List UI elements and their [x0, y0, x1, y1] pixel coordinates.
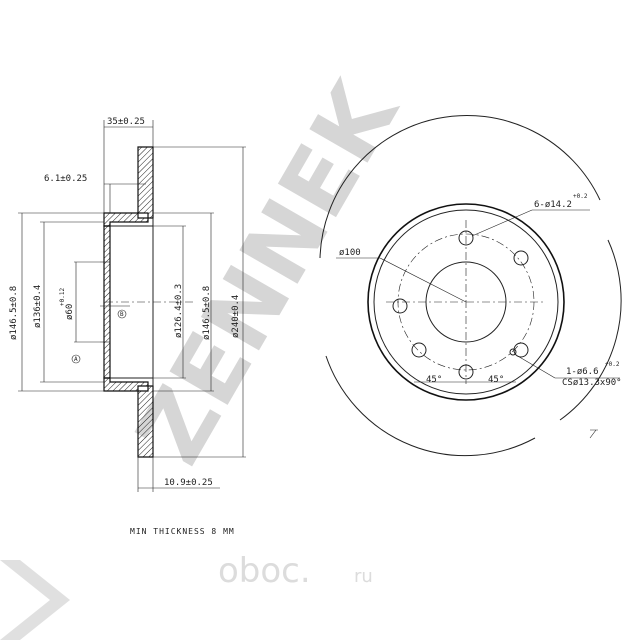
min-thickness-note: MIN THICKNESS 8 MM: [130, 527, 235, 536]
datum-b: B: [120, 311, 124, 318]
watermark-text: ZENNEK: [116, 63, 419, 481]
dim-d100: ø100: [339, 248, 361, 258]
dim-10-9: 10.9±0.25: [164, 478, 213, 488]
bolt-hole: [458, 364, 474, 380]
brand-logo: oboc. ru: [218, 551, 373, 591]
view-arrow: [589, 429, 598, 439]
dim-1-hole-tol: +0.2: [605, 361, 620, 368]
watermark: ZENNEK: [0, 63, 420, 640]
bolt-hole: [411, 342, 427, 358]
brand-tld: ru: [354, 566, 373, 587]
datum-b-marker: [117, 309, 127, 319]
outer-rim: [319, 115, 601, 259]
dim-d146-left: ø146.5±0.8: [9, 286, 19, 340]
bolt-holes: [392, 230, 529, 380]
small-hole: [509, 348, 517, 356]
dim-d146-mid: ø146.5±0.8: [202, 286, 212, 340]
friction-ring-upper: [137, 146, 154, 219]
bolt-hole: [458, 230, 474, 246]
watermark-chevron: [0, 560, 70, 640]
section-view: ø146.5±0.8 ø136±0.4 ø60 +0.12 A B ø126.4…: [9, 117, 246, 492]
bolt-hole: [392, 298, 408, 314]
dim-d60: ø60: [65, 304, 75, 320]
dim-d60-tol: +0.12: [59, 288, 66, 306]
dim-d136: ø136±0.4: [33, 285, 43, 328]
dim-6-1: 6.1±0.25: [44, 174, 87, 184]
brand-name: oboc.: [218, 551, 311, 591]
hub-wall: [103, 225, 111, 379]
hat-outer-circle: [367, 203, 565, 401]
dim-35: 35±0.25: [107, 117, 145, 127]
bolt-hole: [513, 342, 529, 358]
front-view: ø100 6-ø14.2 +0.2 1-ø6.6 +0.2 CSø13.3x90…: [319, 115, 622, 457]
hat-inner-circle: [373, 209, 559, 395]
dim-d126: ø126.4±0.3: [174, 284, 184, 338]
dim-6-holes-tol: +0.2: [573, 193, 588, 200]
angle-left: 45°: [426, 375, 442, 385]
angle-right: 45°: [488, 375, 504, 385]
bolt-hole: [513, 250, 529, 266]
datum-a: A: [74, 356, 78, 363]
friction-ring-lower: [137, 385, 154, 458]
dim-d240: ø240±0.4: [231, 295, 241, 338]
dim-countersink: CSø13.3x90°: [562, 378, 622, 388]
dim-6-holes: 6-ø14.2: [534, 200, 572, 210]
hat-upper: [103, 212, 149, 227]
dim-1-hole: 1-ø6.6: [566, 367, 599, 377]
datum-a-marker: [71, 354, 81, 364]
